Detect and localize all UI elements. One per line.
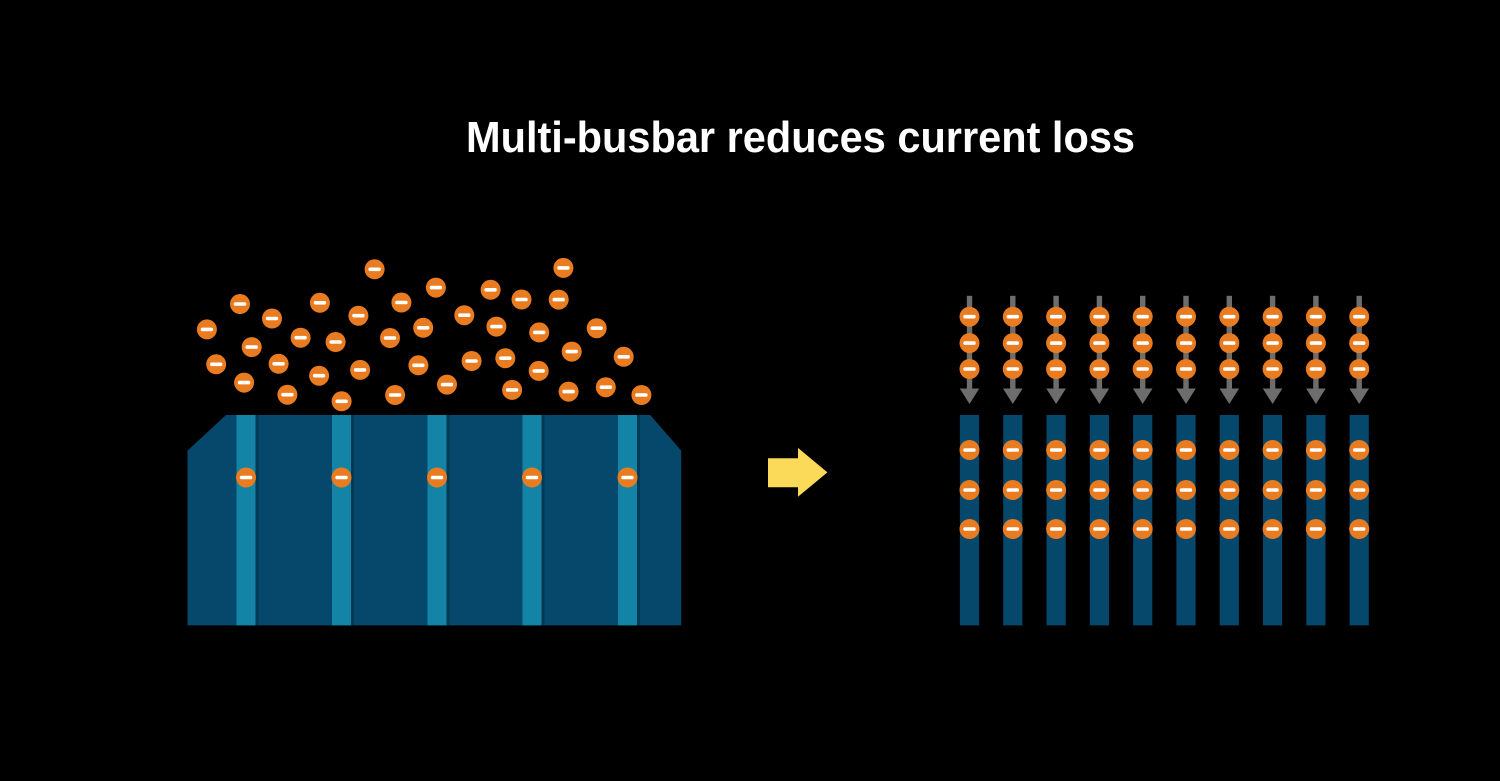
- svg-text:Multi-busbar reduces current l: Multi-busbar reduces current loss: [466, 114, 1135, 162]
